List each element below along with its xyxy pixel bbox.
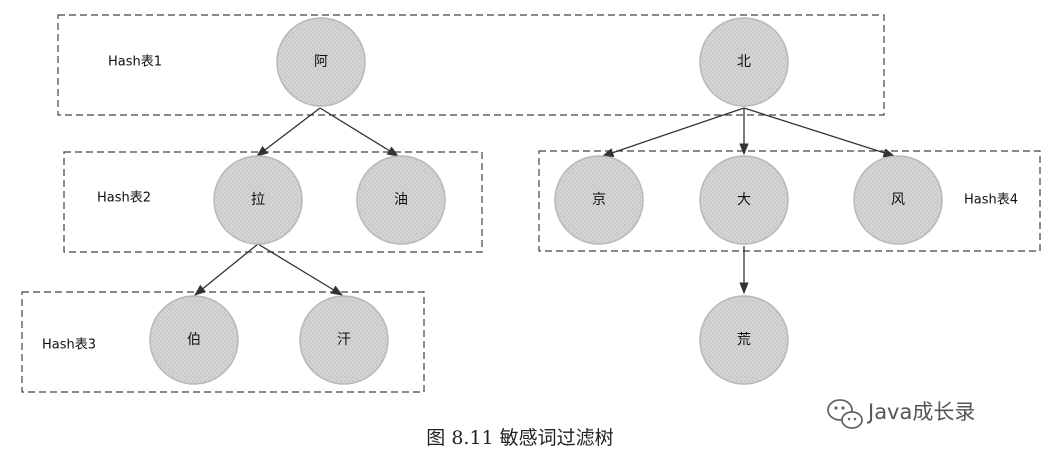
hash-table-3-label: Hash表3 xyxy=(42,338,96,353)
figure-caption: 图 8.11 敏感词过滤树 xyxy=(426,427,613,449)
edge-a-you xyxy=(319,107,399,157)
node-la-label: 拉 xyxy=(251,192,265,208)
edge-la-han xyxy=(257,243,344,296)
node-jing-label: 京 xyxy=(592,192,606,208)
node-huang: 荒 xyxy=(699,295,789,385)
hash-table-3-box xyxy=(21,291,425,393)
edge-bei-jing xyxy=(601,107,745,158)
node-da-label: 大 xyxy=(737,192,751,208)
hash-table-1-box xyxy=(57,14,885,116)
node-huang-label: 荒 xyxy=(737,332,751,348)
node-you-label: 油 xyxy=(394,192,408,208)
node-da: 大 xyxy=(699,155,789,245)
hash-table-4-label: Hash表4 xyxy=(964,193,1018,208)
node-feng: 风 xyxy=(853,155,943,245)
node-han: 汗 xyxy=(299,295,389,385)
node-la: 拉 xyxy=(213,155,303,245)
watermark: Java成长录 xyxy=(827,399,975,429)
watermark-text: Java成长录 xyxy=(866,400,975,424)
hash-table-4-box xyxy=(538,150,1041,252)
wechat-icon xyxy=(827,399,863,429)
node-bo-label: 伯 xyxy=(187,332,201,348)
node-a-label: 阿 xyxy=(314,54,328,70)
node-bei-label: 北 xyxy=(737,54,751,70)
hash-table-1-label: Hash表1 xyxy=(108,55,162,70)
node-bo: 伯 xyxy=(149,295,239,385)
hash-table-2-box xyxy=(63,151,483,253)
node-a: 阿 xyxy=(276,17,366,107)
node-han-label: 汗 xyxy=(337,332,351,348)
hash-table-2-label: Hash表2 xyxy=(97,191,151,206)
node-feng-label: 风 xyxy=(891,192,905,208)
node-you: 油 xyxy=(356,155,446,245)
edge-la-bo xyxy=(194,243,259,296)
edge-bei-feng xyxy=(743,107,896,158)
edge-a-la xyxy=(256,107,321,157)
node-bei: 北 xyxy=(699,17,789,107)
node-jing: 京 xyxy=(554,155,644,245)
